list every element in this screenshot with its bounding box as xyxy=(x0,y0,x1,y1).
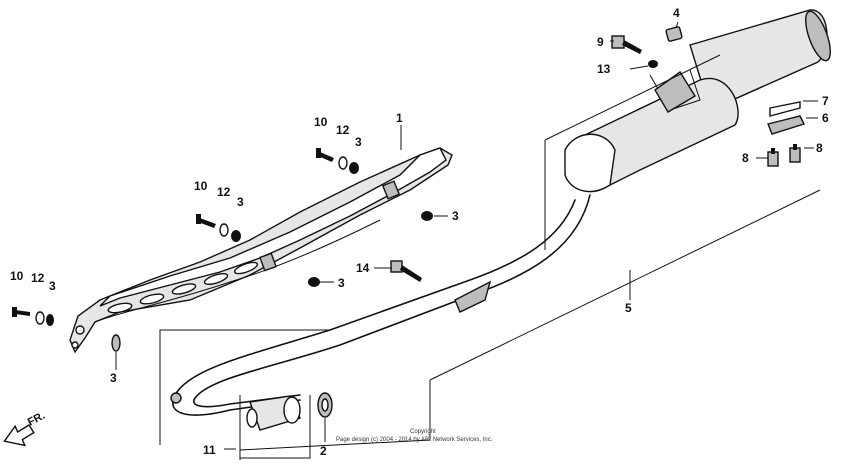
callout-12: 12 xyxy=(336,123,350,137)
grommet-3-middle-left[interactable] xyxy=(231,230,241,242)
front-direction-label: FR. xyxy=(26,410,47,429)
callout-7: 7 xyxy=(822,94,829,108)
washer-12-middle[interactable] xyxy=(219,223,229,237)
callout-3: 3 xyxy=(452,209,459,223)
bolt-14[interactable] xyxy=(390,260,422,282)
part-5-bracket xyxy=(159,54,821,460)
front-direction-arrow: FR. xyxy=(3,410,47,447)
grommet-3-upper[interactable] xyxy=(349,162,359,174)
callout-4: 4 xyxy=(673,6,680,20)
callout-labels: 1 2 3 3 3 3 3 3 4 5 6 7 8 8 9 10 10 10 1… xyxy=(10,6,829,458)
bolt-9[interactable] xyxy=(611,35,642,54)
callout-6: 6 xyxy=(822,111,829,125)
grommet-3-bottom[interactable] xyxy=(111,334,121,352)
nut-8-right[interactable] xyxy=(789,144,801,163)
bolt-10-lower[interactable] xyxy=(12,307,30,317)
callout-14: 14 xyxy=(356,261,370,275)
callout-8: 8 xyxy=(742,151,749,165)
callout-3: 3 xyxy=(49,279,56,293)
leader-lines xyxy=(115,21,818,450)
heat-protector-vents xyxy=(107,261,259,314)
nut-8-left[interactable] xyxy=(767,148,779,167)
copyright-line-1: Copyright xyxy=(410,429,436,435)
callout-3: 3 xyxy=(355,135,362,149)
callout-5: 5 xyxy=(625,301,632,315)
callout-10: 10 xyxy=(10,269,24,283)
exhaust-gasket[interactable] xyxy=(317,392,333,418)
callout-9: 9 xyxy=(597,35,604,49)
bolt-10-upper[interactable] xyxy=(316,148,334,162)
callout-13: 13 xyxy=(597,62,611,76)
washer-12-lower[interactable] xyxy=(35,311,45,325)
muffler-assembly[interactable] xyxy=(170,8,835,416)
nut-4[interactable] xyxy=(665,26,683,42)
grommet-3-right[interactable] xyxy=(421,211,433,221)
callout-3: 3 xyxy=(237,195,244,209)
callout-12: 12 xyxy=(31,271,45,285)
copyright-line-2: Page design (c) 2004 - 2014 by ARI Netwo… xyxy=(336,437,493,443)
callout-3: 3 xyxy=(110,371,117,385)
flange-bracket xyxy=(239,395,311,459)
exhaust-flange[interactable] xyxy=(246,395,301,431)
callout-2: 2 xyxy=(320,444,327,458)
grommet-3-center[interactable] xyxy=(308,277,320,287)
band-7[interactable] xyxy=(769,101,801,117)
heat-protector[interactable] xyxy=(69,147,453,354)
callout-12: 12 xyxy=(217,185,231,199)
callout-11: 11 xyxy=(203,443,216,457)
washer-12-upper[interactable] xyxy=(338,156,348,170)
callout-10: 10 xyxy=(314,115,328,129)
grommet-3-lower-left[interactable] xyxy=(46,314,54,326)
copyright-notice: Copyright Page design (c) 2004 - 2014 by… xyxy=(336,429,493,443)
band-6[interactable] xyxy=(767,115,805,135)
callout-3: 3 xyxy=(338,276,345,290)
callout-1: 1 xyxy=(396,111,403,125)
callout-10: 10 xyxy=(194,179,208,193)
callout-8: 8 xyxy=(816,141,823,155)
washer-13[interactable] xyxy=(648,60,658,68)
bolt-10-middle[interactable] xyxy=(196,214,216,228)
